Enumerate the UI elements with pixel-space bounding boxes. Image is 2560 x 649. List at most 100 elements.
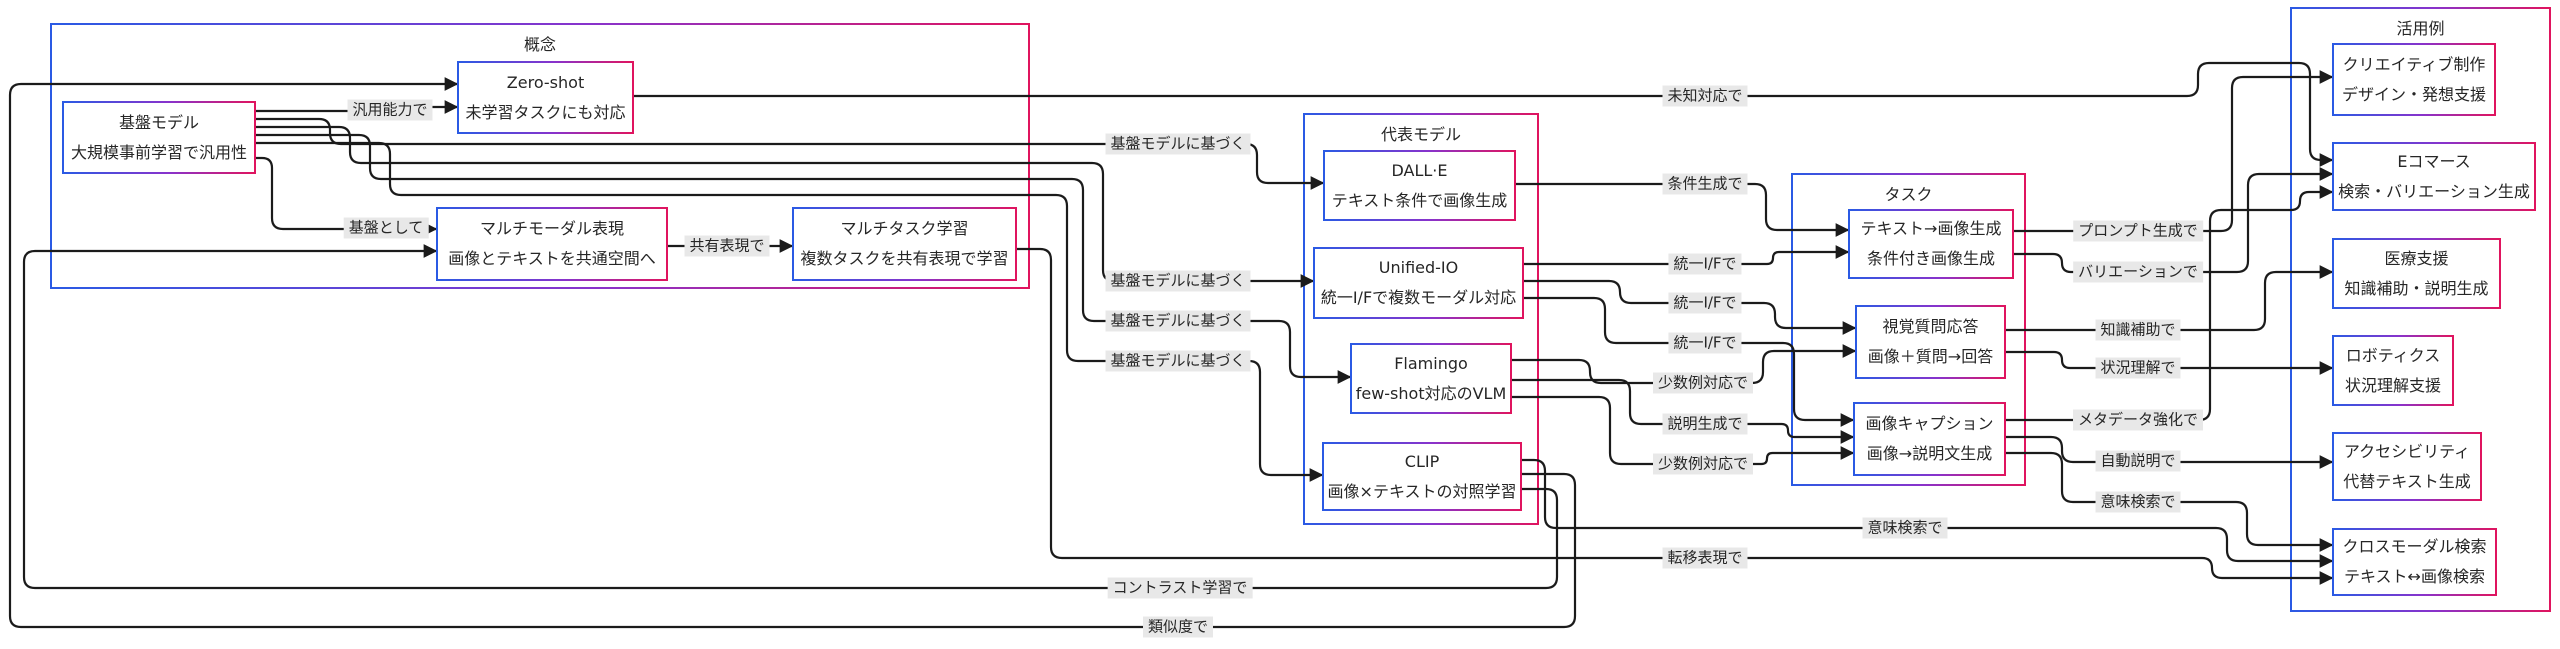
- edge-label-clip-to-multimodal-rep: コントラスト学習で: [1107, 577, 1253, 599]
- node-zeroshot-title: Zero-shot: [506, 72, 585, 92]
- edge-label-flamingo-to-captioning: 少数例対応で: [1652, 453, 1754, 475]
- cluster-tasks-title: タスク: [1884, 185, 1933, 204]
- node-vqa-subtitle: 画像＋質問→回答: [1867, 347, 1994, 366]
- node-medical-subtitle: 知識補助・説明生成: [2344, 278, 2489, 298]
- node-foundation: 基盤モデル大規模事前学習で汎用性: [62, 101, 256, 174]
- cluster-models-title: 代表モデル: [1380, 125, 1462, 144]
- edge-label-foundation-to-zeroshot: 汎用能力で: [347, 99, 433, 121]
- edge-captioning-to-accessibility: [2002, 435, 2334, 469]
- node-robotics: ロボティクス状況理解支援: [2332, 335, 2454, 406]
- edge-clip-to-multimodal-rep: [22, 244, 1559, 590]
- edge-label-flamingo-to-vqa: 少数例対応で: [1652, 372, 1754, 394]
- edge-label-text2image-to-creative: プロンプト生成で: [2073, 220, 2203, 242]
- node-multitask: マルチタスク学習複数タスクを共有表現で学習: [792, 207, 1017, 281]
- node-dalle: DALL·E テキスト条件で画像生成: [1323, 150, 1516, 221]
- node-clip: CLIP 画像×テキストの対照学習: [1322, 442, 1522, 511]
- node-text2image-title: テキスト→画像生成: [1860, 219, 2002, 238]
- edge-label-captioning-to-ecommerce: メタデータ強化で: [2072, 409, 2204, 431]
- edge-label-unified-io-to-text2image: 統一I/Fで: [1668, 253, 1742, 275]
- edge-label-foundation-to-clip: 基盤モデルに基づく: [1105, 350, 1251, 372]
- node-multimodal-rep: マルチモーダル表現画像とテキストを共通空間へ: [436, 207, 668, 281]
- edge-foundation-to-dalle: [252, 117, 1325, 190]
- edge-unified-io-to-vqa: [1520, 279, 1857, 335]
- node-text2image: テキスト→画像生成条件付き画像生成: [1848, 209, 2014, 279]
- edge-text2image-to-creative: [2010, 70, 2334, 233]
- edge-multitask-to-crossmodal-search: [1013, 247, 2334, 585]
- edge-label-vqa-to-robotics: 状況理解で: [2095, 357, 2181, 379]
- edge-label-clip-to-crossmodal-search: 意味検索で: [1862, 517, 1948, 539]
- edge-flamingo-to-captioning: [1508, 395, 1855, 466]
- edge-label-clip-to-zeroshot: 類似度で: [1142, 616, 1214, 638]
- edge-label-foundation-to-dalle: 基盤モデルに基づく: [1105, 133, 1251, 155]
- edge-flamingo-to-captioning: [1508, 378, 1855, 444]
- node-multimodal-rep-title: マルチモーダル表現: [479, 219, 624, 238]
- node-crossmodal-search-subtitle: テキスト↔画像検索: [2344, 567, 2485, 586]
- edge-dalle-to-text2image: [1512, 182, 1850, 237]
- edge-label-unified-io-to-captioning: 統一I/Fで: [1668, 332, 1742, 354]
- node-text2image-subtitle: 条件付き画像生成: [1866, 249, 1995, 268]
- node-ecommerce-title: Eコマース: [2397, 151, 2471, 171]
- node-creative: クリエイティブ制作デザイン・発想支援: [2332, 43, 2496, 116]
- node-multimodal-rep-subtitle: 画像とテキストを共通空間へ: [448, 249, 656, 268]
- node-zeroshot-subtitle: 未学習タスクにも対応: [465, 102, 626, 122]
- edge-label-foundation-to-unified-io: 基盤モデルに基づく: [1105, 270, 1251, 292]
- node-crossmodal-search: クロスモーダル検索テキスト↔画像検索: [2332, 528, 2497, 596]
- edge-label-multimodal-rep-to-multitask: 共有表現で: [684, 235, 770, 257]
- node-dalle-subtitle: テキスト条件で画像生成: [1331, 190, 1508, 210]
- node-vqa-title: 視覚質問応答: [1882, 317, 1979, 336]
- edge-label-captioning-to-crossmodal-search: 意味検索で: [2095, 491, 2181, 513]
- edge-foundation-to-flamingo: [252, 133, 1352, 384]
- node-flamingo-title: Flamingo: [1394, 353, 1468, 373]
- node-unified-io-title: Unified-IO: [1378, 258, 1459, 277]
- edge-foundation-to-unified-io: [252, 125, 1315, 288]
- node-ecommerce-subtitle: 検索・バリエーション生成: [2338, 181, 2530, 201]
- node-creative-subtitle: デザイン・発想支援: [2341, 84, 2486, 104]
- node-crossmodal-search-title: クロスモーダル検索: [2342, 537, 2487, 556]
- node-foundation-title: 基盤モデル: [118, 112, 199, 132]
- edge-label-multitask-to-crossmodal-search: 転移表現で: [1662, 547, 1748, 569]
- node-medical: 医療支援知識補助・説明生成: [2332, 238, 2501, 309]
- edge-text2image-to-ecommerce: [2010, 167, 2334, 274]
- node-captioning: 画像キャプション画像→説明文生成: [1853, 402, 2006, 476]
- node-medical-title: 医療支援: [2384, 248, 2449, 268]
- node-accessibility-subtitle: 代替テキスト生成: [2343, 471, 2471, 491]
- edge-label-zeroshot-to-ecommerce: 未知対応で: [1662, 85, 1748, 107]
- node-multitask-title: マルチタスク学習: [840, 219, 969, 238]
- node-unified-io-subtitle: 統一I/Fで複数モーダル対応: [1320, 288, 1517, 307]
- edge-label-foundation-to-flamingo: 基盤モデルに基づく: [1105, 310, 1251, 332]
- edge-clip-to-zeroshot: [8, 77, 1577, 629]
- node-flamingo: Flamingo few-shot対応のVLM: [1350, 343, 1512, 414]
- node-clip-title: CLIP: [1404, 451, 1440, 471]
- node-unified-io: Unified-IO 統一I/Fで複数モーダル対応: [1313, 247, 1524, 319]
- edge-zeroshot-to-ecommerce: [630, 61, 2334, 167]
- node-robotics-title: ロボティクス: [2345, 345, 2441, 365]
- node-ecommerce: Eコマース検索・バリエーション生成: [2332, 142, 2536, 211]
- edge-vqa-to-medical: [2002, 265, 2334, 332]
- edge-label-captioning-to-accessibility: 自動説明で: [2095, 450, 2181, 472]
- edge-vqa-to-robotics: [2002, 350, 2334, 375]
- cluster-usecases-title: 活用例: [2396, 19, 2445, 38]
- edge-captioning-to-ecommerce: [2002, 185, 2334, 422]
- node-creative-title: クリエイティブ制作: [2342, 54, 2486, 74]
- edge-foundation-to-multimodal-rep: [252, 156, 438, 236]
- edge-label-flamingo-to-captioning: 説明生成で: [1662, 413, 1748, 435]
- node-captioning-subtitle: 画像→説明文生成: [1866, 444, 1993, 463]
- node-foundation-subtitle: 大規模事前学習で汎用性: [70, 142, 247, 162]
- node-flamingo-subtitle: few-shot対応のVLM: [1355, 383, 1507, 403]
- node-dalle-title: DALL·E: [1391, 160, 1448, 180]
- node-accessibility-title: アクセシビリティ: [2343, 441, 2471, 461]
- edge-label-text2image-to-ecommerce: バリエーションで: [2073, 261, 2203, 283]
- node-clip-subtitle: 画像×テキストの対照学習: [1327, 481, 1517, 501]
- edge-label-foundation-to-multimodal-rep: 基盤として: [343, 217, 429, 239]
- node-vqa: 視覚質問応答画像＋質問→回答: [1855, 305, 2006, 379]
- node-multitask-subtitle: 複数タスクを共有表現で学習: [800, 249, 1009, 268]
- node-zeroshot: Zero-shot 未学習タスクにも対応: [457, 61, 634, 134]
- edge-unified-io-to-text2image: [1520, 245, 1850, 266]
- node-captioning-title: 画像キャプション: [1865, 414, 1994, 433]
- node-accessibility: アクセシビリティ代替テキスト生成: [2332, 432, 2482, 501]
- edge-label-dalle-to-text2image: 条件生成で: [1662, 173, 1748, 195]
- edge-label-unified-io-to-vqa: 統一I/Fで: [1668, 292, 1742, 314]
- edge-foundation-to-clip: [252, 141, 1324, 482]
